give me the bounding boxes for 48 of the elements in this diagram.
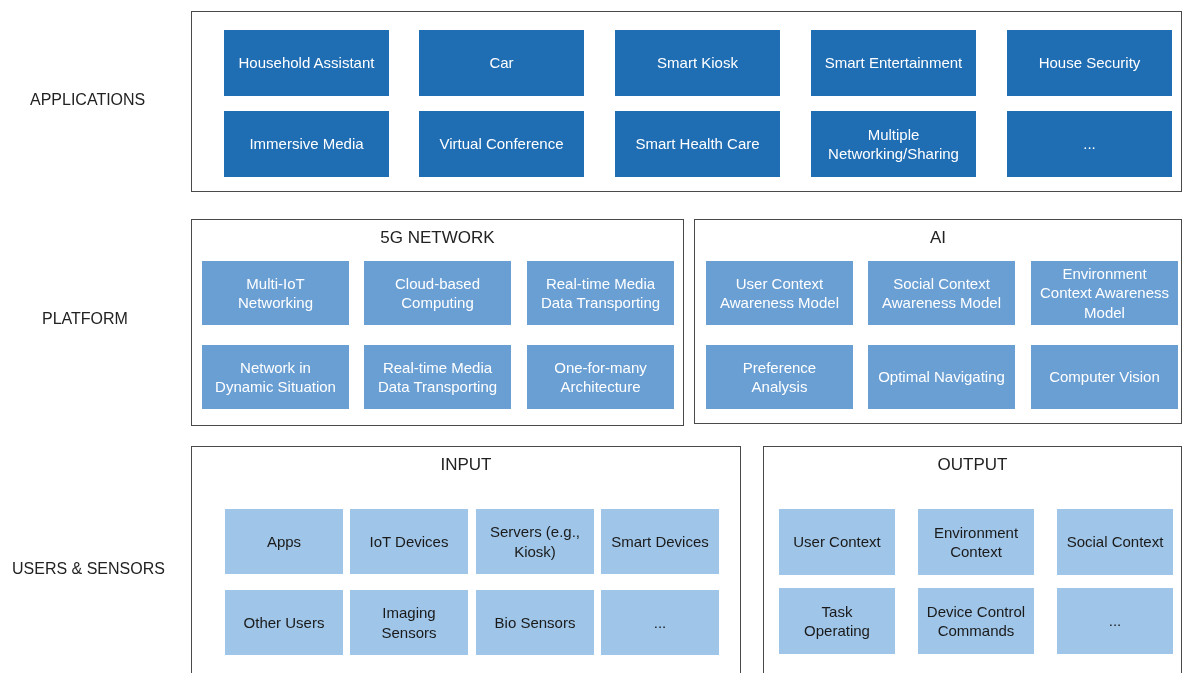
- panel-title: 5G NETWORK: [380, 228, 495, 248]
- component-box: Other Users: [225, 590, 343, 655]
- component-box: User Context: [779, 509, 895, 575]
- layer-label: USERS & SENSORS: [12, 560, 165, 578]
- component-box: Network in Dynamic Situation: [202, 345, 349, 409]
- panel-title: OUTPUT: [937, 455, 1008, 475]
- component-box: Environment Context: [918, 509, 1034, 575]
- component-box: Immersive Media: [224, 111, 389, 177]
- component-box: ...: [601, 590, 719, 655]
- component-box: Imaging Sensors: [350, 590, 468, 655]
- layer-label: APPLICATIONS: [30, 91, 146, 109]
- component-box: Virtual Conference: [419, 111, 584, 177]
- component-box: ...: [1007, 111, 1172, 177]
- component-box: Smart Kiosk: [615, 30, 780, 96]
- component-box: Computer Vision: [1031, 345, 1178, 409]
- component-box: Cloud-based Computing: [364, 261, 511, 325]
- layer-panel: [191, 446, 741, 673]
- component-box: Social Context: [1057, 509, 1173, 575]
- component-box: Servers (e.g., Kiosk): [476, 509, 594, 574]
- component-box: User Context Awareness Model: [706, 261, 853, 325]
- component-box: Multiple Networking/Sharing: [811, 111, 976, 177]
- layer-panel: [763, 446, 1182, 673]
- component-box: Real-time Media Data Transporting: [364, 345, 511, 409]
- component-box: Apps: [225, 509, 343, 574]
- layer-panel: [694, 219, 1182, 424]
- component-box: Optimal Navigating: [868, 345, 1015, 409]
- component-box: Smart Devices: [601, 509, 719, 574]
- component-box: Car: [419, 30, 584, 96]
- layer-panel: [191, 219, 684, 426]
- component-box: Real-time Media Data Transporting: [527, 261, 674, 325]
- layer-label: PLATFORM: [42, 310, 128, 328]
- component-box: One-for-many Architecture: [527, 345, 674, 409]
- component-box: Smart Health Care: [615, 111, 780, 177]
- panel-title: INPUT: [440, 455, 492, 475]
- component-box: Smart Entertainment: [811, 30, 976, 96]
- component-box: Bio Sensors: [476, 590, 594, 655]
- component-box: Multi-IoT Networking: [202, 261, 349, 325]
- component-box: Task Operating: [779, 588, 895, 654]
- component-box: House Security: [1007, 30, 1172, 96]
- component-box: ...: [1057, 588, 1173, 654]
- layer-panel: [191, 11, 1182, 192]
- component-box: Household Assistant: [224, 30, 389, 96]
- panel-title: AI: [929, 228, 947, 248]
- component-box: Environment Context Awareness Model: [1031, 261, 1178, 325]
- component-box: Social Context Awareness Model: [868, 261, 1015, 325]
- component-box: IoT Devices: [350, 509, 468, 574]
- component-box: Device Control Commands: [918, 588, 1034, 654]
- component-box: Preference Analysis: [706, 345, 853, 409]
